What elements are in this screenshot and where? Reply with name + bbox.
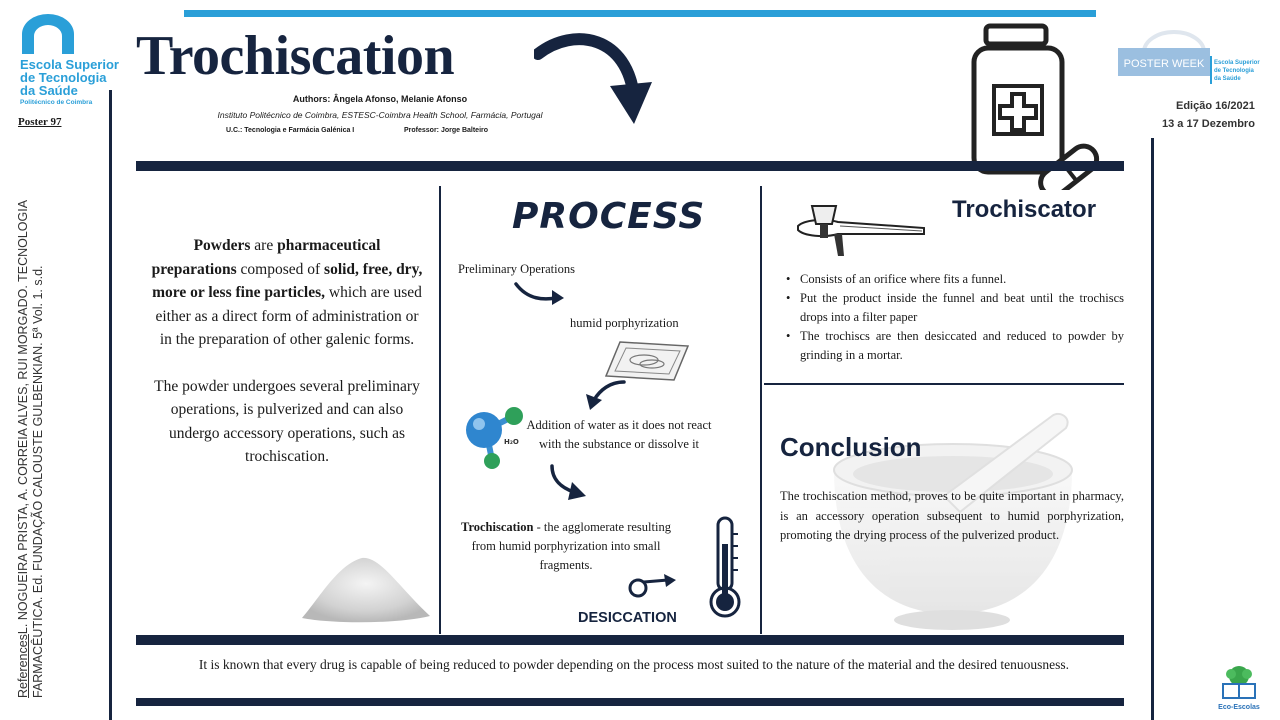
event-dates: 13 a 17 Dezembro: [1162, 118, 1255, 130]
powder-pile-icon: [302, 557, 430, 623]
medicine-bottle-icon: [971, 23, 1100, 190]
porphyrization-plate-icon: [604, 341, 690, 381]
frame-left-border: [109, 90, 112, 720]
course-unit: U.C.: Tecnologia e Farmácia Galénica I: [226, 127, 355, 134]
intro-paragraph-2: The powder undergoes several preliminary…: [154, 377, 420, 466]
eco-tree-icon: [1222, 666, 1256, 699]
references-text: L. NOGUEIRA PRISTA, A. CORREIA ALVES, RU…: [16, 200, 45, 698]
poster-title: Trochiscation: [136, 25, 455, 87]
references-label: References: [16, 634, 30, 698]
process-step-preliminary: Preliminary Operations: [458, 262, 575, 276]
frame-right-border: [1151, 138, 1154, 720]
poster-week-badge: POSTER WEEK: [1124, 58, 1205, 70]
school-logo-sub: Politécnico de Coimbra: [20, 99, 93, 106]
header-divider-bar: [136, 161, 1124, 171]
conclusion-body: The trochiscation method, proves to be q…: [780, 489, 1124, 542]
school-logo-line-1: Escola Superior: [20, 57, 119, 72]
column-separator-2: [760, 186, 762, 634]
process-heading: PROCESS: [512, 196, 706, 237]
institute: Instituto Politécnico de Coimbra, ESTESC…: [217, 110, 543, 120]
intro-text: Powders are pharmaceutical preparations …: [150, 234, 424, 469]
school-logo-line-3: da Saúde: [20, 83, 78, 98]
process-step-trochiscation: Trochiscation - the agglomerate resultin…: [456, 518, 676, 575]
bottom-bar: [136, 698, 1124, 706]
intro-paragraph-1: Powders are pharmaceutical preparations …: [150, 234, 424, 352]
school-arch-icon: [22, 14, 74, 54]
intro-particles: solid, free, dry, more or less fine part…: [152, 260, 423, 302]
trochiscator-tool-icon: [797, 205, 925, 256]
process-step-desiccation: DESICCATION: [578, 610, 677, 626]
authors: Authors: Ângela Afonso, Melanie Afonso: [292, 94, 468, 104]
column-separator-1: [439, 186, 441, 634]
trochiscation-desc: - the agglomerate resulting from humid p…: [471, 520, 671, 572]
edition: Edição 16/2021: [1176, 100, 1255, 112]
poster-week-school-line-3: da Saúde: [1214, 76, 1241, 82]
mortar-and-pestle-icon: [833, 412, 1073, 630]
trochiscator-item-3: The trochiscs are then desiccated and re…: [786, 327, 1124, 365]
intro-powders: Powders: [193, 237, 251, 254]
process-step-porphyrization: humid porphyrization: [570, 316, 679, 330]
trochiscator-item-1: Consists of an orifice where fits a funn…: [786, 270, 1124, 289]
curved-arrow-down-left-icon: [586, 380, 626, 410]
trochiscation-term: Trochiscation: [461, 520, 534, 534]
footer-statement: It is known that every drug is capable o…: [198, 657, 1070, 672]
eco-escolas-logo: Eco-Escolas: [1214, 664, 1264, 711]
professor: Professor: Jorge Balteiro: [404, 127, 489, 134]
h2o-label-icon: H₂O: [504, 438, 519, 446]
top-accent-bar: [184, 10, 1096, 17]
poster-week-logo: POSTER WEEK Escola Superior de Tecnologi…: [1116, 30, 1276, 92]
thermometer-icon: [709, 516, 741, 618]
references: ReferencesL. NOGUEIRA PRISTA, A. CORREIA…: [16, 178, 46, 698]
trochiscator-item-2: Put the product inside the funnel and be…: [786, 289, 1124, 327]
curved-arrow-down-right-icon: [550, 464, 586, 500]
footer-divider-bar: [136, 635, 1124, 645]
eco-escolas-label: Eco-Escolas: [1218, 704, 1260, 711]
conclusion-heading: Conclusion: [780, 432, 922, 462]
water-molecule-icon: H₂O: [466, 407, 523, 469]
loop-arrow-icon: [628, 574, 676, 598]
school-logo: Escola Superior de Tecnologia da Saúde P…: [20, 14, 140, 106]
process-step-water: Addition of water as it does not react w…: [526, 418, 712, 451]
intro-pharma-preparations: pharmaceutical preparations: [151, 237, 381, 278]
poster-week-school-line-2: de Tecnologia: [1214, 68, 1255, 74]
intro-span-3: which are used either as a direct form o…: [155, 284, 422, 348]
school-logo-line-2: de Tecnologia: [20, 70, 107, 85]
trochiscator-conclusion-separator: [764, 383, 1124, 385]
trochiscator-list: Consists of an orifice where fits a funn…: [786, 270, 1124, 365]
poster-number: Poster 97: [18, 116, 62, 128]
curved-arrow-small-icon: [514, 282, 564, 305]
poster-week-school-line-1: Escola Superior: [1214, 60, 1260, 66]
trochiscator-heading: Trochiscator: [952, 196, 1097, 223]
poster-week-icon: POSTER WEEK Escola Superior de Tecnologi…: [1118, 30, 1260, 84]
intro-span-2: composed of: [236, 260, 325, 278]
curved-arrow-icon: [534, 33, 652, 124]
intro-span-1: are: [250, 237, 278, 254]
